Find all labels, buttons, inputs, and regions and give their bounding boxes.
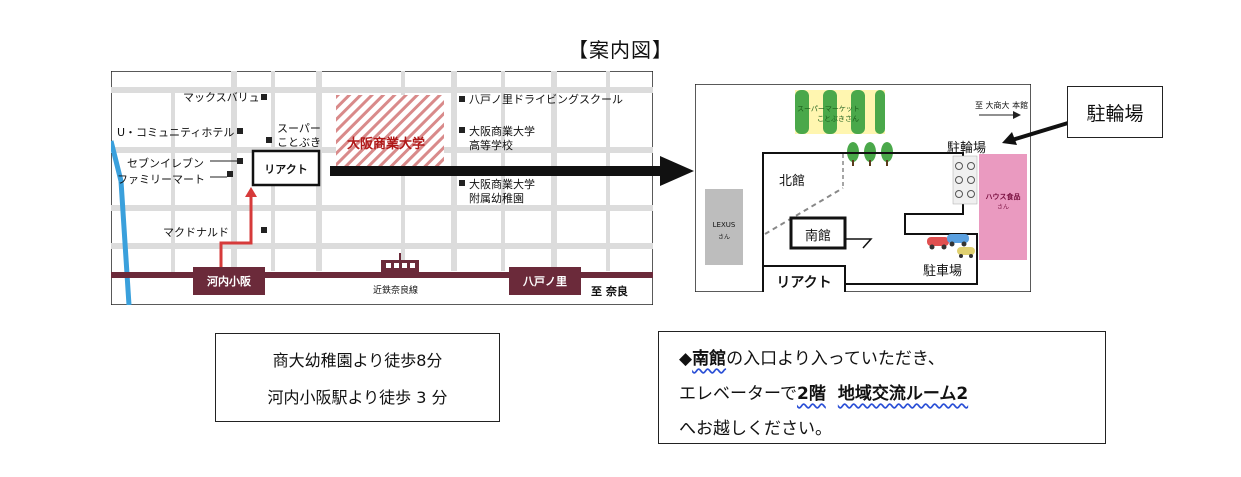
label-lexus-1: LEXUS (712, 221, 736, 229)
label-south-building: 南館 (804, 229, 831, 244)
river (111, 140, 132, 305)
label-kinder-2: 附属幼稚園 (469, 192, 524, 205)
university-block (336, 95, 444, 167)
label-react-street: リアクト (264, 163, 308, 176)
lexus-block (705, 189, 743, 265)
label-super-2: ことぶき (277, 136, 321, 149)
react-marker-box (251, 149, 321, 187)
station-yaeno-box (509, 267, 581, 295)
label-station-yaeno: 八戸ノ里 (523, 275, 567, 288)
instructions-line-3: へお越しください。 (679, 419, 832, 439)
callout-arrow-icon (1002, 121, 1069, 145)
station-kawachi-box (193, 267, 265, 295)
label-lexus-2: さん (717, 234, 730, 241)
house-foods-block (979, 154, 1027, 260)
label-highschool-1: 大阪商業大学 (469, 125, 535, 138)
walking-route (219, 193, 253, 267)
landmark-markers (227, 94, 465, 233)
label-university: 大阪商業大学 (347, 137, 426, 152)
instructions-line-2: エレベーターで2階地域交流ルーム2 (679, 379, 968, 404)
label-to-nara: 至 奈良 (591, 285, 628, 298)
label-mcdonalds: マクドナルド (163, 226, 229, 239)
to-university-arrow-icon (979, 111, 1021, 119)
street-map: マックスバリュ U・コミュニティホテル スーパー ことぶき セブンイレブン ファ… (111, 71, 653, 305)
bike-parking-callout-label: 駐輪場 (1086, 103, 1144, 125)
dashed-divider (764, 187, 844, 235)
instructions-line1-rest: の入口より入っていただき、 (726, 349, 945, 369)
label-supermarket-2: ことぶきさん (817, 115, 859, 123)
instructions-box: ◆南館の入口より入っていただき、 エレベーターで2階地域交流ルーム2 へお越しく… (658, 331, 1106, 444)
instructions-line-1: ◆南館の入口より入っていただき、 (679, 344, 945, 369)
connector-arrow-icon (330, 156, 694, 186)
south-building-box (789, 216, 847, 250)
car-icon (927, 234, 975, 258)
route-arrow-icon (245, 187, 257, 197)
instructions-building: 南館 (692, 349, 727, 369)
label-station-kawachi: 河内小阪 (207, 275, 251, 288)
label-seven: セブンイレブン (127, 157, 204, 170)
label-family: ファミリーマート (117, 173, 205, 186)
bicycle-icon (952, 155, 978, 205)
instructions-prefix: エレベーターで (679, 384, 797, 404)
label-north-building: 北館 (779, 174, 806, 189)
supermarket-awning (795, 90, 885, 134)
label-line-name: 近鉄奈良線 (373, 286, 419, 296)
train-icon (381, 253, 419, 276)
instructions-floor: 2階 (796, 384, 826, 404)
label-highschool-2: 高等学校 (469, 139, 513, 152)
label-driving-school: 八戸ノ里ドライビングスクール (469, 93, 623, 106)
label-u-community: U・コミュニティホテル (117, 126, 235, 139)
site-map-graphic (695, 84, 1031, 292)
entrance-mark (845, 238, 873, 249)
access-line-2: 河内小阪駅より徒歩 3 分 (267, 388, 448, 407)
leader-lines (210, 160, 237, 178)
label-kinder-1: 大阪商業大学 (469, 178, 535, 191)
bike-parking-callout: 駐輪場 (1067, 86, 1163, 138)
label-react-site: リアクト (776, 275, 832, 291)
diamond-icon: ◆ (679, 349, 693, 369)
label-house-foods-1: ハウス食品 (985, 193, 1021, 201)
label-to-university: 至 大商大 本館 (975, 101, 1029, 110)
page-title: 【案内図】 (568, 38, 673, 62)
access-info-box: 商大幼稚園より徒歩8分 河内小阪駅より徒歩 3 分 (215, 333, 500, 422)
react-label-box (762, 265, 846, 292)
label-maxvalu: マックスバリュ (183, 91, 260, 104)
label-house-foods-2: さん (996, 204, 1009, 211)
label-supermarket-1: スーパーマーケット (797, 105, 860, 113)
site-map: スーパーマーケット ことぶきさん 至 大商大 本館 駐輪場 北館 南館 LEXU… (695, 84, 1031, 292)
instructions-room: 地域交流ルーム2 (837, 384, 969, 404)
label-car-parking: 駐車場 (923, 264, 963, 279)
label-super-1: スーパー (277, 122, 321, 135)
access-line-1: 商大幼稚園より徒歩8分 (272, 351, 443, 370)
label-bike-parking: 駐輪場 (947, 141, 987, 156)
